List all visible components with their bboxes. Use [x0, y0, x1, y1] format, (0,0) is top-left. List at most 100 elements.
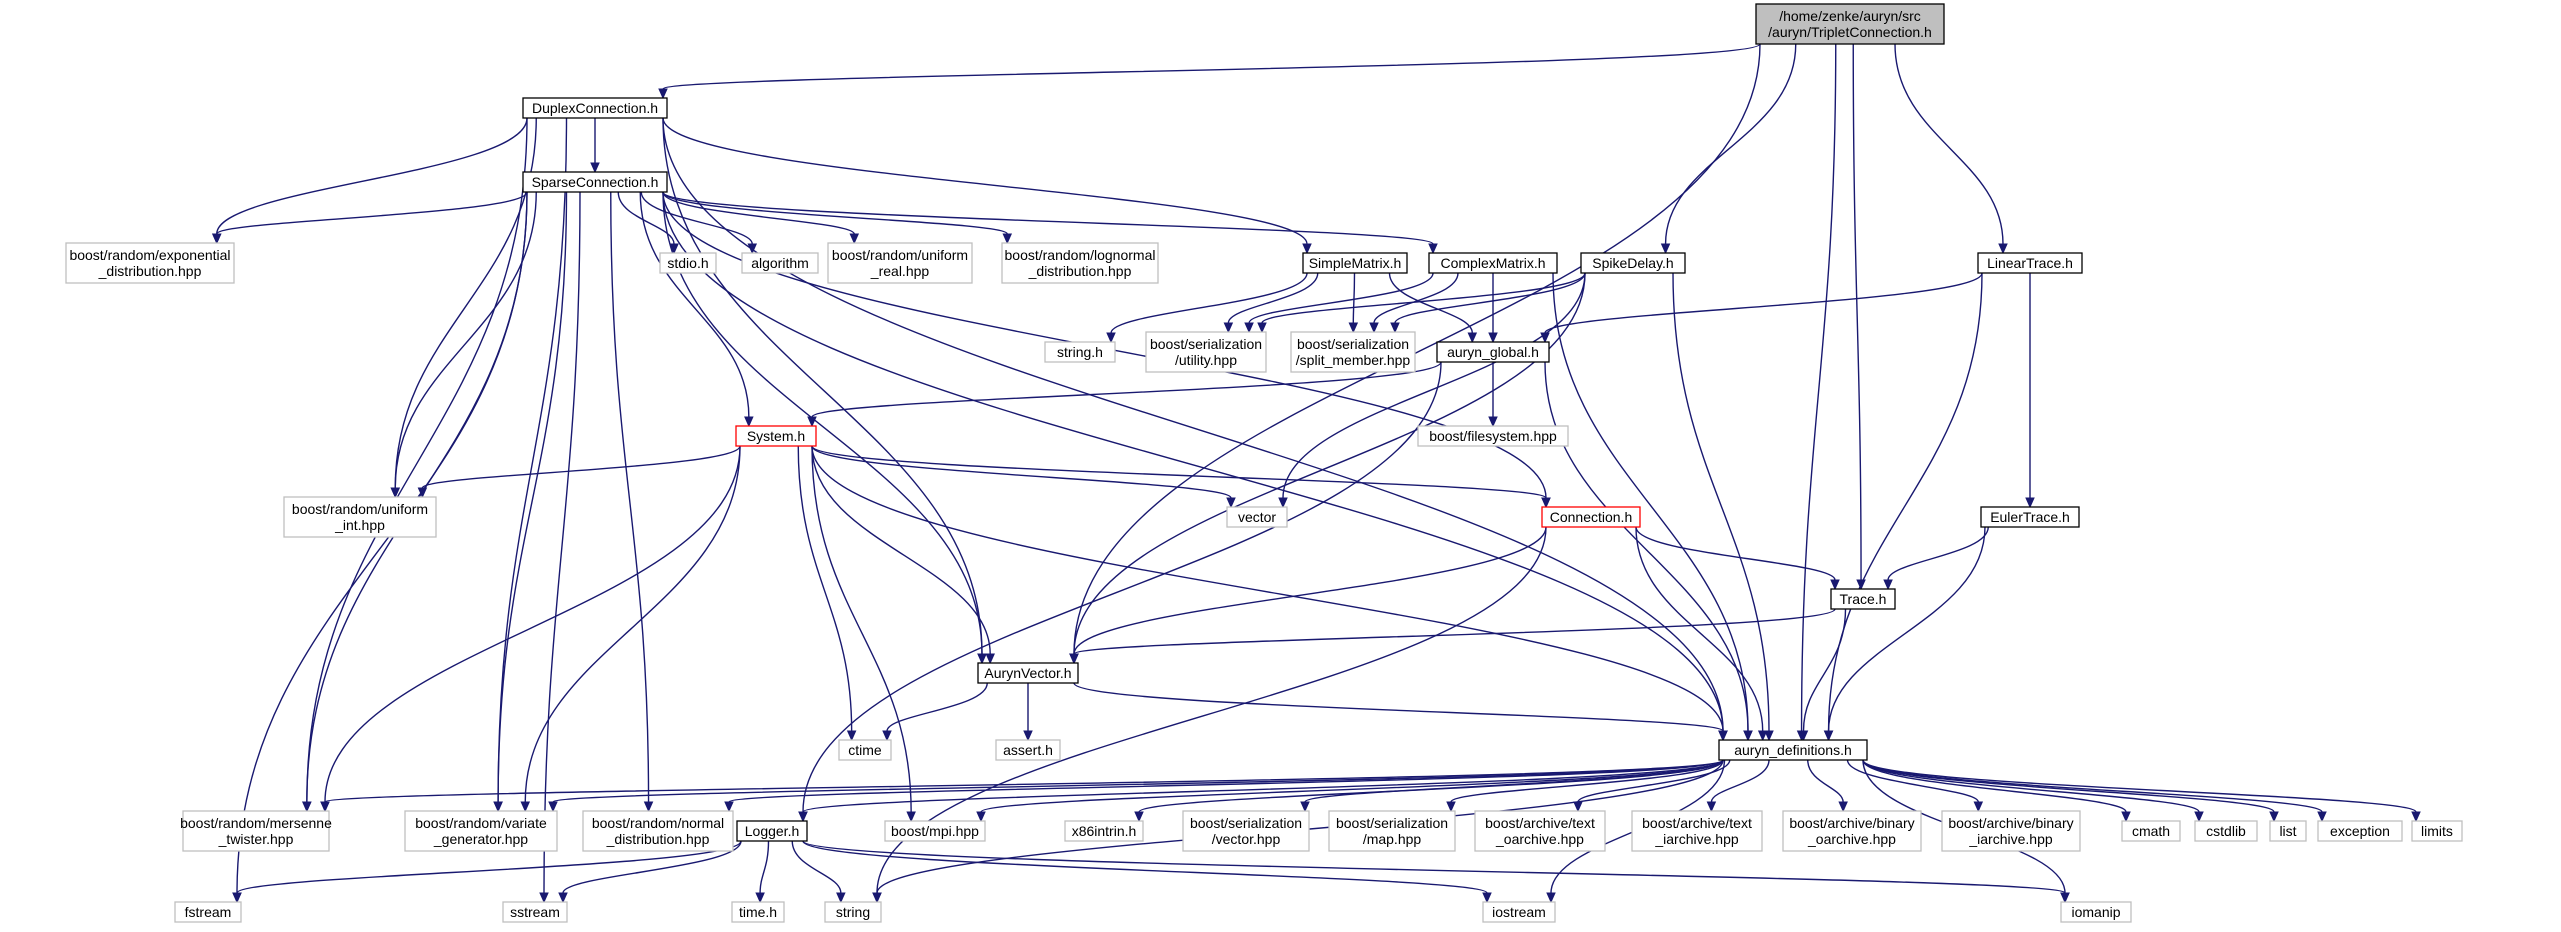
node-sstream[interactable]: sstream — [502, 901, 568, 923]
node-exp[interactable]: boost/random/exponential_distribution.hp… — [65, 242, 235, 284]
node-sersplit[interactable]: boost/serialization/split_member.hpp — [1290, 331, 1416, 373]
node-box[interactable] — [1145, 331, 1267, 373]
node-box[interactable] — [2317, 820, 2403, 842]
node-assert[interactable]: assert.h — [995, 739, 1061, 761]
node-box[interactable] — [1541, 506, 1641, 528]
node-uint[interactable]: boost/random/uniform_int.hpp — [283, 496, 437, 538]
node-fstream[interactable]: fstream — [174, 901, 242, 923]
node-vector[interactable]: vector — [1226, 506, 1288, 528]
node-box[interactable] — [1436, 341, 1550, 363]
node-timeh[interactable]: time.h — [731, 901, 785, 923]
node-stdio[interactable]: stdio.h — [659, 252, 717, 274]
node-lineartrace[interactable]: LinearTrace.h — [1977, 252, 2083, 274]
node-filesystem[interactable]: boost/filesystem.hpp — [1417, 425, 1569, 447]
node-box[interactable] — [1580, 252, 1686, 274]
node-box[interactable] — [582, 810, 734, 852]
node-defs[interactable]: auryn_definitions.h — [1718, 739, 1868, 761]
node-duplex[interactable]: DuplexConnection.h — [522, 97, 668, 119]
node-sermap[interactable]: boost/serialization/map.hpp — [1328, 810, 1456, 852]
node-box[interactable] — [884, 820, 986, 842]
node-system[interactable]: System.h — [735, 425, 817, 447]
node-root[interactable]: /home/zenke/auryn/src/auryn/TripletConne… — [1755, 3, 1945, 45]
node-box[interactable] — [2411, 820, 2463, 842]
node-exception[interactable]: exception — [2317, 820, 2403, 842]
node-box[interactable] — [1417, 425, 1569, 447]
node-box[interactable] — [731, 901, 785, 923]
node-x86[interactable]: x86intrin.h — [1064, 820, 1144, 842]
node-box[interactable] — [1631, 810, 1763, 852]
node-box[interactable] — [2060, 901, 2132, 923]
node-box[interactable] — [1428, 252, 1558, 274]
node-box[interactable] — [1226, 506, 1288, 528]
node-normal[interactable]: boost/random/normal_distribution.hpp — [582, 810, 734, 852]
node-textiarch[interactable]: boost/archive/text_iarchive.hpp — [1631, 810, 1763, 852]
node-simplematrix[interactable]: SimpleMatrix.h — [1302, 252, 1408, 274]
node-box[interactable] — [174, 901, 242, 923]
node-lognormal[interactable]: boost/random/lognormal_distribution.hpp — [1001, 242, 1159, 284]
node-list[interactable]: list — [2269, 820, 2307, 842]
node-box[interactable] — [1064, 820, 1144, 842]
node-box[interactable] — [1980, 506, 2080, 528]
node-box[interactable] — [824, 901, 882, 923]
node-box[interactable] — [1474, 810, 1606, 852]
node-box[interactable] — [182, 810, 330, 852]
node-box[interactable] — [736, 820, 808, 842]
node-box[interactable] — [502, 901, 568, 923]
node-box[interactable] — [1482, 901, 1556, 923]
node-box[interactable] — [995, 739, 1061, 761]
node-sparse[interactable]: SparseConnection.h — [522, 171, 668, 193]
node-iomanip[interactable]: iomanip — [2060, 901, 2132, 923]
node-box[interactable] — [1044, 341, 1116, 363]
node-box[interactable] — [1290, 331, 1416, 373]
node-box[interactable] — [827, 242, 973, 284]
node-box[interactable] — [2269, 820, 2307, 842]
node-limits[interactable]: limits — [2411, 820, 2463, 842]
node-ureal[interactable]: boost/random/uniform_real.hpp — [827, 242, 973, 284]
node-aurynglobal[interactable]: auryn_global.h — [1436, 341, 1550, 363]
node-cstdlib[interactable]: cstdlib — [2194, 820, 2258, 842]
node-servector[interactable]: boost/serialization/vector.hpp — [1182, 810, 1310, 852]
node-box[interactable] — [659, 252, 717, 274]
node-iostream[interactable]: iostream — [1482, 901, 1556, 923]
node-string[interactable]: string — [824, 901, 882, 923]
node-box[interactable] — [1755, 3, 1945, 45]
node-spikedelay[interactable]: SpikeDelay.h — [1580, 252, 1686, 274]
node-box[interactable] — [2121, 820, 2181, 842]
node-variate[interactable]: boost/random/variate_generator.hpp — [404, 810, 558, 852]
node-box[interactable] — [283, 496, 437, 538]
node-box[interactable] — [1182, 810, 1310, 852]
node-box[interactable] — [65, 242, 235, 284]
node-mpi[interactable]: boost/mpi.hpp — [884, 820, 986, 842]
node-box[interactable] — [838, 739, 892, 761]
node-biniarch[interactable]: boost/archive/binary_iarchive.hpp — [1941, 810, 2081, 852]
node-stringh[interactable]: string.h — [1044, 341, 1116, 363]
node-serutil[interactable]: boost/serialization/utility.hpp — [1145, 331, 1267, 373]
node-box[interactable] — [741, 252, 819, 274]
node-logger[interactable]: Logger.h — [736, 820, 808, 842]
node-box[interactable] — [735, 425, 817, 447]
node-binoarch[interactable]: boost/archive/binary_oarchive.hpp — [1782, 810, 1922, 852]
node-box[interactable] — [1328, 810, 1456, 852]
node-trace[interactable]: Trace.h — [1830, 588, 1896, 610]
node-box[interactable] — [1302, 252, 1408, 274]
node-algorithm[interactable]: algorithm — [741, 252, 819, 274]
node-ctime[interactable]: ctime — [838, 739, 892, 761]
node-box[interactable] — [1001, 242, 1159, 284]
node-box[interactable] — [1830, 588, 1896, 610]
node-box[interactable] — [1718, 739, 1868, 761]
node-box[interactable] — [977, 662, 1079, 684]
node-aurynvector[interactable]: AurynVector.h — [977, 662, 1079, 684]
node-cmath[interactable]: cmath — [2121, 820, 2181, 842]
node-box[interactable] — [522, 97, 668, 119]
node-complexmatrix[interactable]: ComplexMatrix.h — [1428, 252, 1558, 274]
node-box[interactable] — [404, 810, 558, 852]
node-eulertrace[interactable]: EulerTrace.h — [1980, 506, 2080, 528]
node-textoarch[interactable]: boost/archive/text_oarchive.hpp — [1474, 810, 1606, 852]
node-mersenne[interactable]: boost/random/mersenne_twister.hpp — [180, 810, 332, 852]
node-box[interactable] — [1977, 252, 2083, 274]
node-box[interactable] — [2194, 820, 2258, 842]
node-connection[interactable]: Connection.h — [1541, 506, 1641, 528]
node-box[interactable] — [1941, 810, 2081, 852]
node-box[interactable] — [1782, 810, 1922, 852]
node-box[interactable] — [522, 171, 668, 193]
